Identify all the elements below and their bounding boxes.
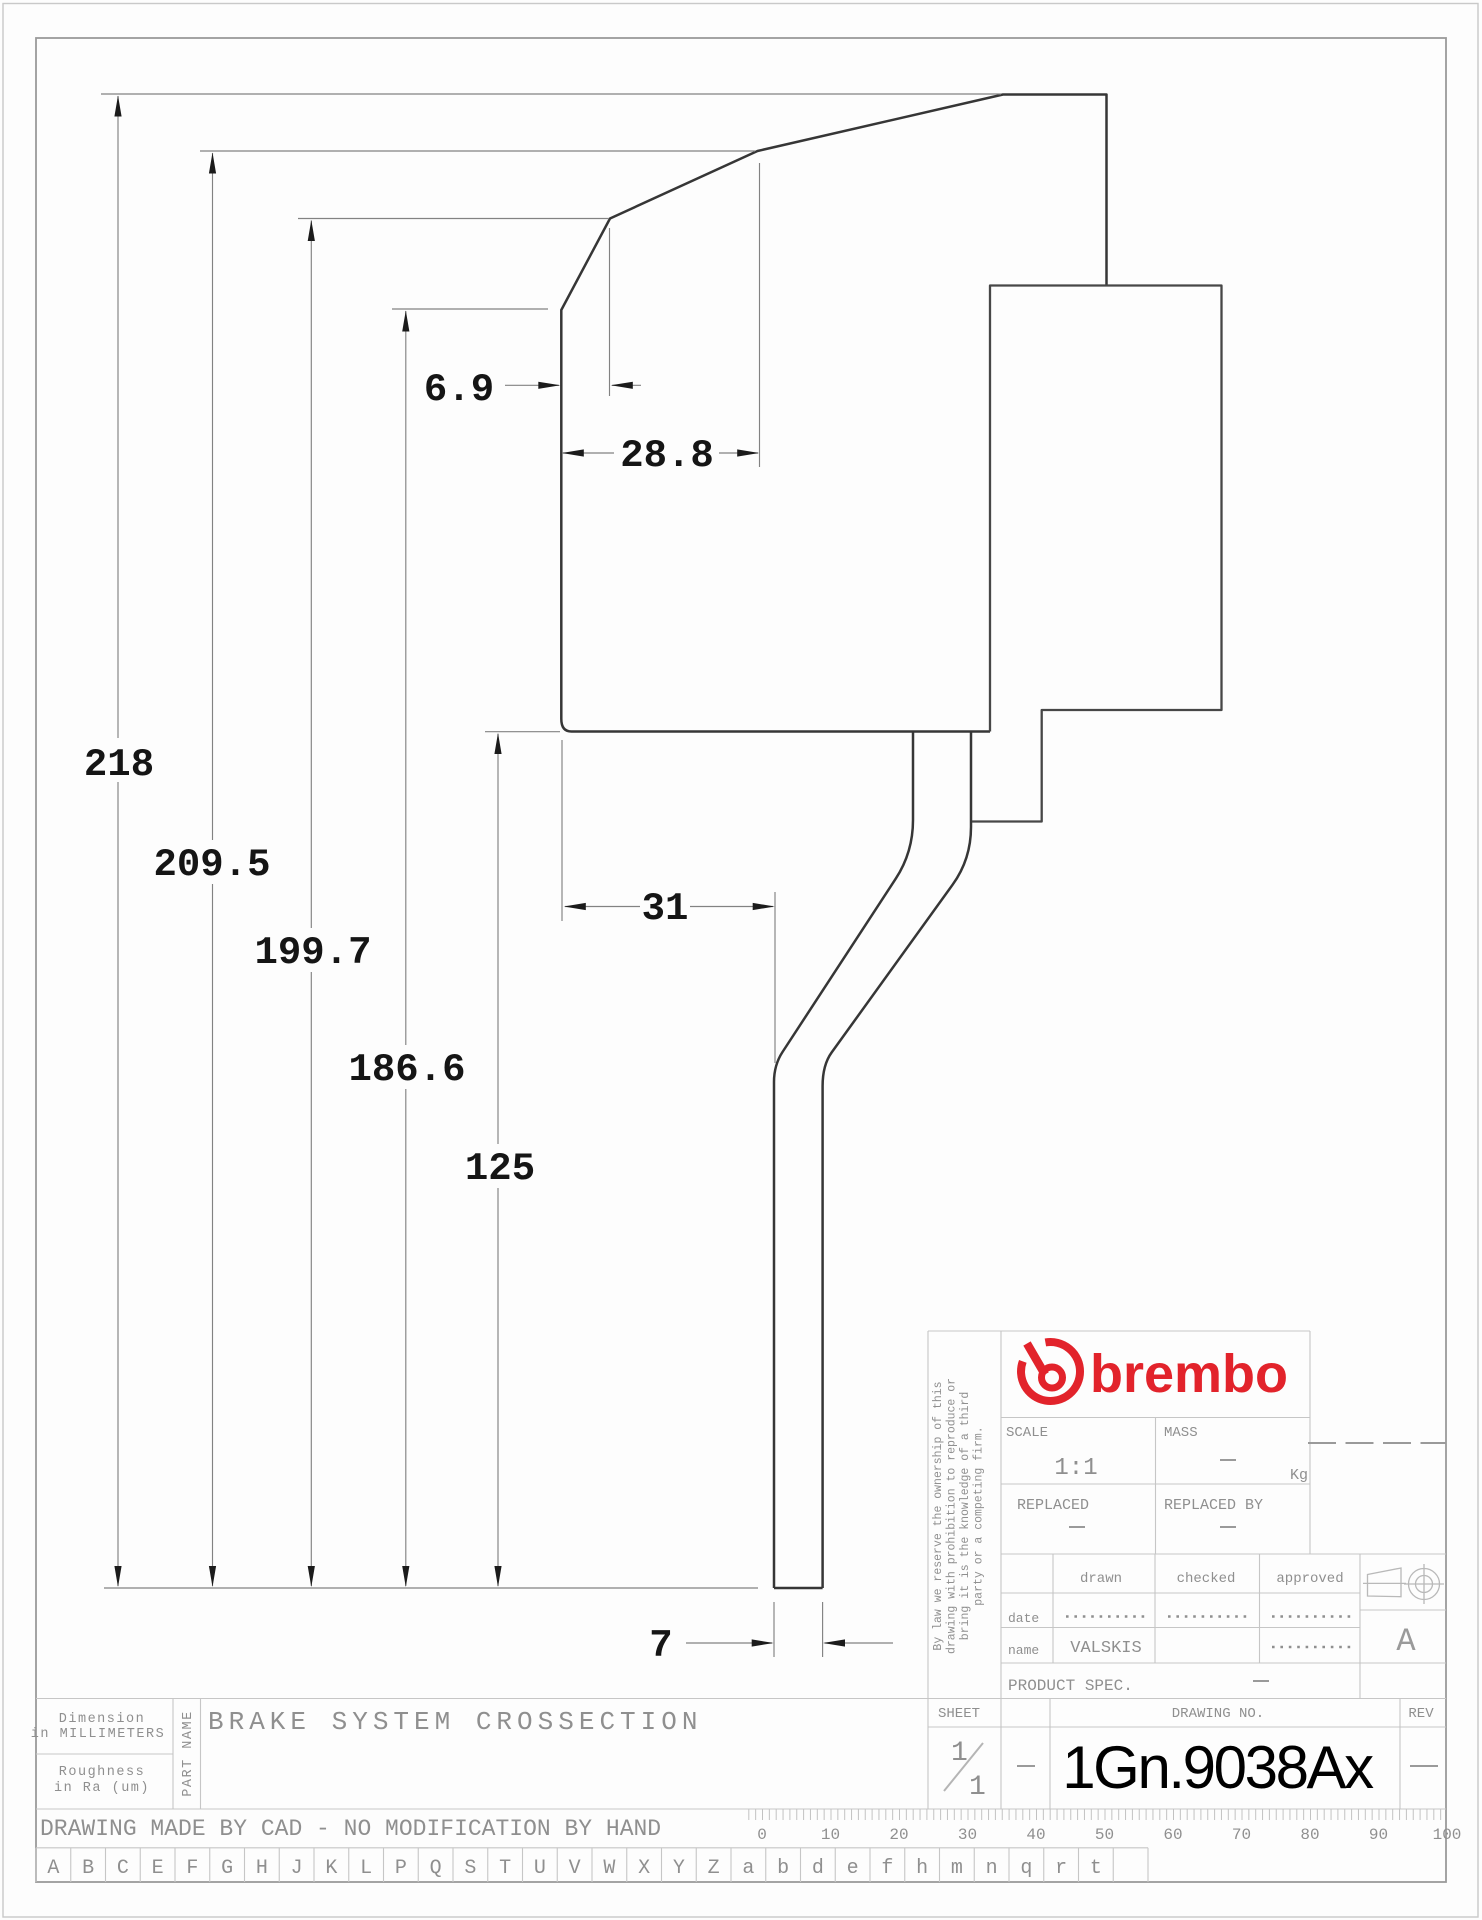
svg-text:90: 90 [1369,1826,1388,1844]
svg-text:DRAWING NO.: DRAWING NO. [1172,1706,1264,1722]
svg-text:H: H [256,1857,268,1880]
svg-text:U: U [534,1857,546,1880]
svg-text:80: 80 [1300,1826,1319,1844]
svg-text:7: 7 [649,1624,672,1668]
svg-text:t: t [1090,1857,1102,1880]
svg-text:PART NAME: PART NAME [181,1710,196,1796]
svg-text:S: S [464,1857,476,1880]
svg-text:31: 31 [642,887,689,931]
svg-text:100: 100 [1433,1826,1462,1844]
svg-text:SCALE: SCALE [1006,1425,1048,1441]
svg-text:e: e [847,1857,859,1880]
svg-text:name: name [1008,1643,1039,1658]
svg-text:REPLACED BY: REPLACED BY [1164,1497,1263,1514]
svg-text:125: 125 [465,1147,535,1191]
svg-text:1Gn.9038Ax: 1Gn.9038Ax [1062,1734,1374,1801]
svg-text:drawn: drawn [1080,1571,1122,1587]
svg-text:r: r [1055,1857,1067,1880]
svg-text:bring it is the knowledge of a: bring it is the knowledge of a third [959,1392,972,1640]
svg-text:40: 40 [1026,1826,1045,1844]
svg-text:party or a competing firm.: party or a competing firm. [973,1426,986,1605]
svg-text:Y: Y [673,1857,685,1880]
svg-text:REV: REV [1408,1706,1434,1722]
svg-text:date: date [1008,1611,1039,1626]
svg-text:m: m [951,1857,963,1880]
svg-text:DRAWING MADE BY CAD - NO MODIF: DRAWING MADE BY CAD - NO MODIFICATION BY… [40,1816,661,1842]
svg-text:20: 20 [889,1826,908,1844]
svg-text:Q: Q [430,1857,442,1880]
svg-text:B: B [82,1857,94,1880]
svg-text:Z: Z [708,1857,720,1880]
svg-text:28.8: 28.8 [620,434,714,478]
svg-text:PRODUCT SPEC.: PRODUCT SPEC. [1008,1677,1133,1695]
svg-text:A: A [47,1857,59,1880]
svg-text:SHEET: SHEET [938,1706,980,1722]
svg-text:218: 218 [84,743,154,787]
svg-text:1: 1 [951,1738,968,1769]
svg-text:By law we reserve the ownershi: By law we reserve the ownership of this [932,1381,945,1650]
svg-text:X: X [638,1857,650,1880]
svg-text:A: A [1396,1623,1416,1660]
svg-text:d: d [812,1857,824,1880]
svg-text:q: q [1020,1857,1032,1880]
svg-text:T: T [499,1857,511,1880]
svg-text:in MILLIMETERS: in MILLIMETERS [31,1727,165,1742]
svg-text:50: 50 [1095,1826,1114,1844]
svg-text:Kg: Kg [1290,1467,1308,1484]
svg-text:f: f [881,1857,893,1880]
svg-text:VALSKIS: VALSKIS [1070,1639,1141,1658]
svg-text:in Ra (um): in Ra (um) [54,1781,150,1796]
svg-text:V: V [569,1857,581,1880]
svg-text:60: 60 [1163,1826,1182,1844]
svg-text:a: a [742,1857,754,1880]
svg-text:drawing with prohibition to re: drawing with prohibition to reproduce or [946,1378,959,1654]
svg-text:6.9: 6.9 [424,368,494,412]
svg-text:approved: approved [1276,1571,1343,1587]
svg-text:MASS: MASS [1164,1425,1198,1441]
svg-text:Roughness: Roughness [59,1765,145,1780]
svg-text:F: F [186,1857,198,1880]
svg-text:P: P [395,1857,407,1880]
svg-text:1:1: 1:1 [1054,1455,1097,1482]
svg-text:1: 1 [969,1772,986,1803]
svg-text:BRAKE SYSTEM CROSSECTION: BRAKE SYSTEM CROSSECTION [208,1707,702,1737]
svg-text:checked: checked [1177,1571,1236,1587]
svg-text:L: L [360,1857,372,1880]
svg-text:30: 30 [958,1826,977,1844]
svg-text:Dimension: Dimension [59,1712,145,1727]
svg-text:h: h [916,1857,928,1880]
svg-text:10: 10 [821,1826,840,1844]
svg-text:n: n [986,1857,998,1880]
svg-text:REPLACED: REPLACED [1017,1497,1089,1514]
svg-text:C: C [117,1857,129,1880]
svg-text:K: K [325,1857,337,1880]
svg-text:209.5: 209.5 [153,843,270,887]
svg-text:G: G [221,1857,233,1880]
svg-text:E: E [152,1857,164,1880]
svg-text:186.6: 186.6 [348,1048,465,1092]
svg-text:70: 70 [1232,1826,1251,1844]
svg-text:0: 0 [757,1826,767,1844]
svg-text:J: J [291,1857,303,1880]
svg-text:199.7: 199.7 [254,931,371,975]
svg-text:b: b [777,1857,789,1880]
svg-text:brembo: brembo [1090,1344,1288,1404]
svg-text:W: W [603,1857,615,1880]
